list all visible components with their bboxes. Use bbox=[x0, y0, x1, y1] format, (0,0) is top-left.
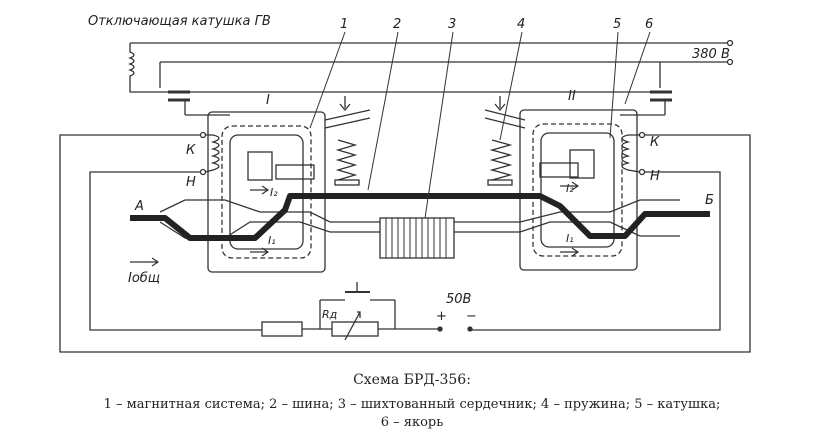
roman-label-left: I bbox=[266, 93, 270, 108]
voltage-50-label: 50В bbox=[446, 292, 472, 307]
callout-4: 4 bbox=[517, 17, 525, 32]
terminal-b-label: Б bbox=[705, 193, 714, 208]
spring-right bbox=[484, 96, 526, 186]
minus-label: − bbox=[466, 309, 477, 324]
terminal-380v-b bbox=[726, 58, 734, 66]
terminal-a-label: А bbox=[134, 199, 144, 214]
tripping-coil bbox=[128, 43, 655, 93]
spring-left bbox=[324, 96, 371, 186]
current-i2-left: I₂ bbox=[270, 186, 278, 199]
voltage-380-label: 380 В bbox=[692, 47, 730, 62]
resistor-left bbox=[261, 321, 303, 337]
laminated-core bbox=[379, 217, 455, 259]
roman-label-right: II bbox=[568, 89, 576, 104]
callout-1: 1 bbox=[340, 17, 348, 32]
total-current-label: Iобщ bbox=[128, 271, 160, 286]
current-i2-right: I₂ bbox=[566, 182, 574, 195]
resistor-rd bbox=[331, 321, 379, 337]
tripping-coil-label: Отключающая катушка ГВ bbox=[88, 14, 271, 29]
coil-right-k-label: К bbox=[650, 135, 660, 150]
brd-356-schematic: Отключающая катушка ГВ 380 В 1 2 3 4 5 6… bbox=[59, 14, 751, 353]
callout-2: 2 bbox=[393, 17, 401, 32]
magnetic-system-right bbox=[519, 109, 638, 271]
current-i1-left: I₁ bbox=[268, 234, 276, 247]
legend-line-1: 1 – магнитная система; 2 – шина; 3 – ших… bbox=[103, 397, 721, 412]
control-loop-outer bbox=[59, 134, 751, 353]
legend-line-2: 6 – якорь bbox=[380, 415, 444, 430]
resistor-rd-label: Rд bbox=[322, 308, 337, 321]
plus-label: + bbox=[436, 309, 447, 324]
figure-legend: 1 – магнитная система; 2 – шина; 3 – ших… bbox=[10, 396, 814, 432]
coil-left-k-label: К bbox=[186, 143, 196, 158]
coil-left-h-label: Н bbox=[186, 175, 196, 190]
current-i1-right: I₁ bbox=[566, 232, 574, 245]
terminal-380v-a bbox=[726, 39, 734, 47]
coil-right bbox=[621, 134, 641, 173]
magnetic-system-left bbox=[207, 111, 326, 273]
callout-3: 3 bbox=[448, 17, 456, 32]
callout-6: 6 bbox=[645, 17, 653, 32]
figure-caption-title: Схема БРД-356: bbox=[353, 372, 471, 388]
coil-right-h-label: Н bbox=[650, 169, 660, 184]
callout-5: 5 bbox=[613, 17, 621, 32]
bus-bar bbox=[130, 193, 710, 241]
coil-left bbox=[204, 134, 220, 173]
